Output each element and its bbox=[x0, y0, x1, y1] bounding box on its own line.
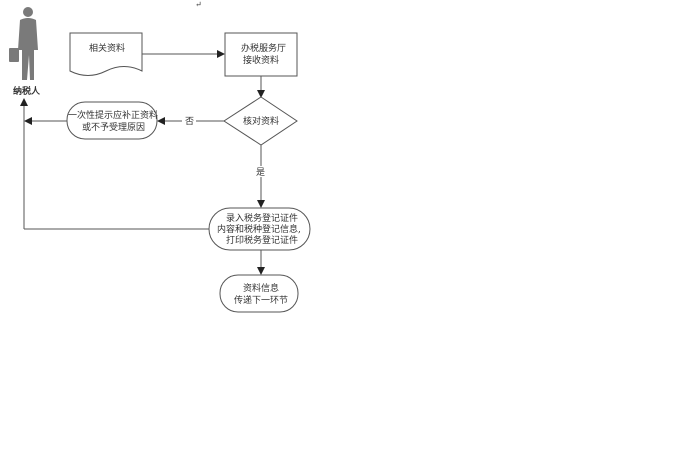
hall-receive-node bbox=[224, 32, 298, 77]
record-line3: 打印税务登记证件 bbox=[226, 234, 298, 246]
pass-on-node bbox=[219, 274, 299, 313]
edge-no-label: 否 bbox=[185, 116, 194, 127]
taxpayer-label: 纳税人 bbox=[13, 85, 41, 97]
pass-on-line1: 资料信息 bbox=[243, 282, 279, 294]
reject-line2: 或不予受理原因 bbox=[82, 121, 145, 133]
check-label: 核对资料 bbox=[243, 115, 279, 127]
hall-receive-line1: 办税服务厅 bbox=[241, 42, 286, 54]
taxpayer-person-icon bbox=[9, 7, 38, 80]
pass-on-line2: 传递下一环节 bbox=[234, 294, 288, 306]
documents-node bbox=[69, 32, 143, 76]
record-node bbox=[208, 207, 311, 251]
paragraph-mark: ↵ bbox=[195, 0, 202, 9]
record-line1: 录入税务登记证件 bbox=[226, 212, 298, 224]
reject-line1: 一次性提示应补正资料 bbox=[68, 109, 158, 121]
hall-receive-line2: 接收资料 bbox=[243, 54, 279, 66]
record-line2: 内容和税种登记信息, bbox=[217, 223, 301, 235]
edge-yes-label: 是 bbox=[256, 167, 265, 178]
documents-label: 相关资料 bbox=[89, 42, 125, 54]
